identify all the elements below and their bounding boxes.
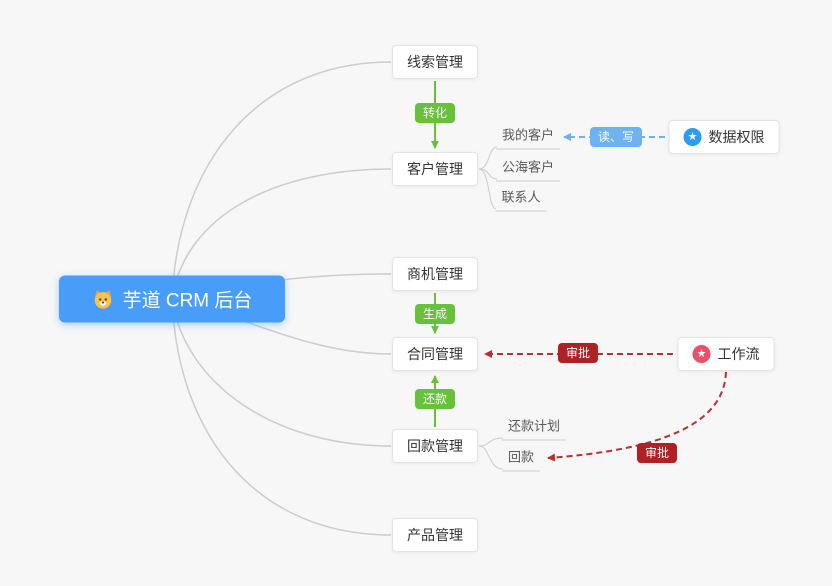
edge-badge-approve-contract: 审批 xyxy=(557,343,599,363)
edge-badge-repay: 还款 xyxy=(414,389,456,409)
node-customer-management[interactable]: 客户管理 xyxy=(392,152,478,186)
root-node-crm-backend[interactable]: 芋道 CRM 后台 xyxy=(59,275,285,323)
star-glyph: ★ xyxy=(696,347,707,360)
node-workflow[interactable]: ★ 工作流 xyxy=(677,337,775,371)
edge-badge-convert: 转化 xyxy=(414,103,456,123)
star-glyph: ★ xyxy=(687,130,698,143)
node-label: 工作流 xyxy=(717,346,760,362)
star-icon: ★ xyxy=(683,128,702,146)
customer-to-contact xyxy=(478,168,497,210)
child-contact[interactable]: 联系人 xyxy=(495,187,547,212)
edge-badge-approve-receivable: 审批 xyxy=(636,443,678,463)
node-data-permission[interactable]: ★ 数据权限 xyxy=(668,120,780,154)
node-label: 客户管理 xyxy=(407,161,463,177)
node-label: 产品管理 xyxy=(407,527,463,543)
customer-to-public-customer xyxy=(478,168,498,180)
node-opportunity-management[interactable]: 商机管理 xyxy=(392,257,478,291)
node-label: 商机管理 xyxy=(407,266,463,282)
receivable-to-repayment xyxy=(478,445,504,470)
branch-to-product xyxy=(171,298,392,536)
node-label: 线索管理 xyxy=(407,54,463,70)
child-repayment[interactable]: 回款 xyxy=(501,447,541,472)
dog-icon xyxy=(92,288,114,310)
edge-badge-read-write: 读、写 xyxy=(589,127,643,147)
node-clue-management[interactable]: 线索管理 xyxy=(392,45,478,79)
node-label: 合同管理 xyxy=(407,346,463,362)
star-icon: ★ xyxy=(692,345,711,363)
root-node-label: 芋道 CRM 后台 xyxy=(122,290,253,312)
node-product-management[interactable]: 产品管理 xyxy=(392,518,478,552)
node-label: 数据权限 xyxy=(708,129,765,145)
child-my-customer[interactable]: 我的客户 xyxy=(495,125,561,150)
child-repayment-plan[interactable]: 还款计划 xyxy=(501,416,567,441)
node-contract-management[interactable]: 合同管理 xyxy=(392,337,478,371)
node-receivable-management[interactable]: 回款管理 xyxy=(392,429,478,463)
child-public-customer[interactable]: 公海客户 xyxy=(495,157,561,182)
node-label: 回款管理 xyxy=(407,438,463,454)
branch-to-clue xyxy=(171,61,392,300)
receivable-to-plan xyxy=(478,437,504,447)
edge-badge-generate: 生成 xyxy=(414,304,456,324)
customer-to-my-customer xyxy=(478,146,498,170)
